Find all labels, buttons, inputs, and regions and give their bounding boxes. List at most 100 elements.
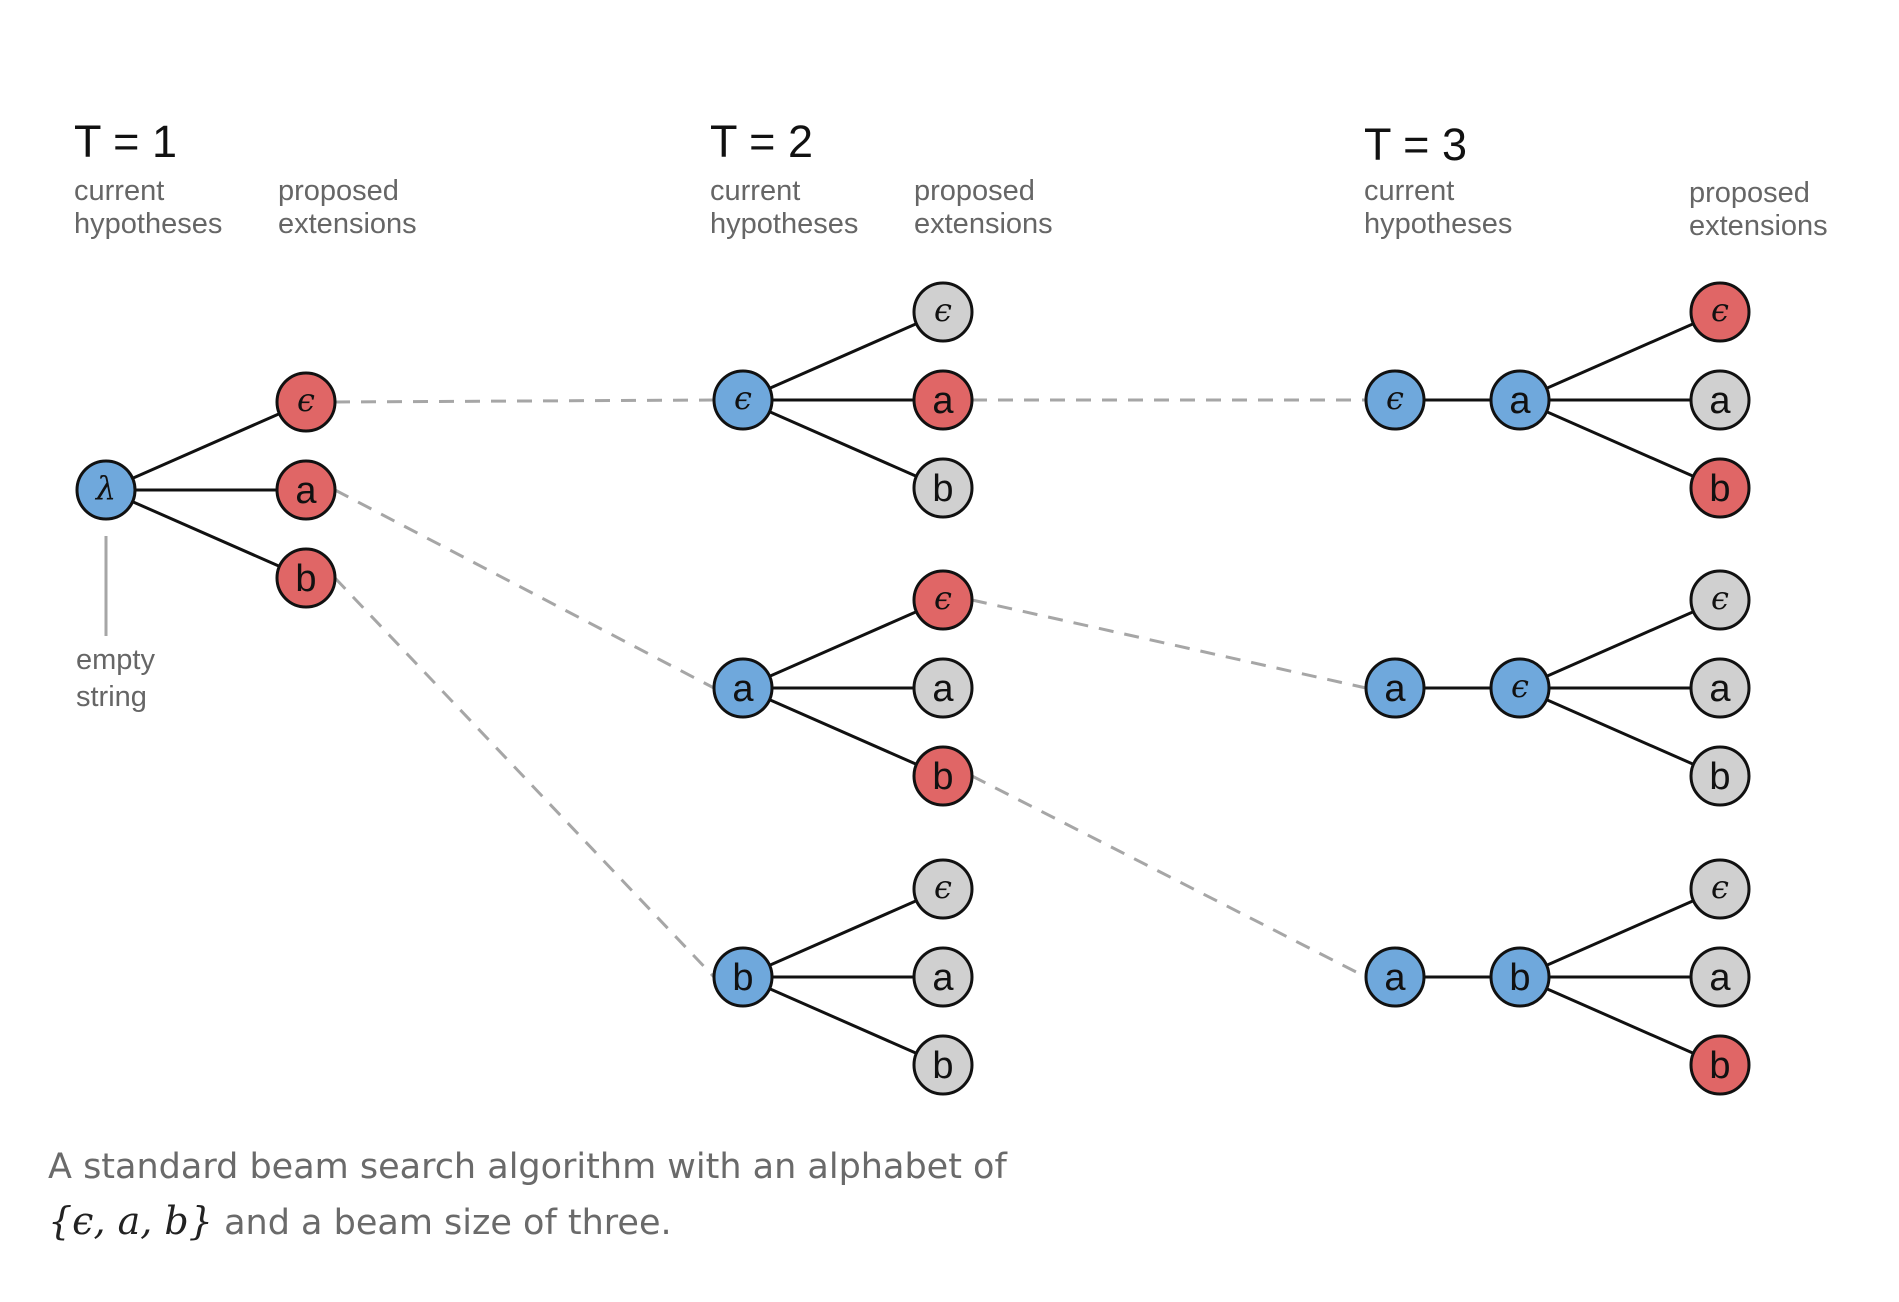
caption-line-1: A standard beam search algorithm with an… [48, 1147, 1007, 1187]
node-label: b [295, 558, 316, 600]
extension-node-selected: ϵ [275, 371, 337, 433]
node-label: b [1709, 1045, 1730, 1087]
node-label: b [1709, 756, 1730, 798]
extension-node-selected: b [275, 547, 337, 609]
extension-edge [742, 598, 944, 690]
node-circle [1689, 858, 1751, 920]
node-circle [1689, 946, 1751, 1008]
selection-links [333, 398, 1367, 979]
node-circle [912, 369, 974, 431]
extension-node-selected: b [912, 745, 974, 807]
node-label: a [1709, 668, 1731, 710]
node-label: b [732, 957, 753, 999]
node-circle [912, 657, 974, 719]
node-circle [712, 369, 774, 431]
prefix-node: ϵ [1364, 369, 1426, 431]
node-label: ϵ [934, 868, 952, 906]
selection-link [334, 398, 715, 404]
extension-node-rejected: b [912, 1034, 974, 1096]
extension-node-rejected: ϵ [912, 858, 974, 920]
node-circle [1689, 369, 1751, 431]
node-circle [912, 858, 974, 920]
node-label: ϵ [1711, 579, 1729, 617]
extension-edge [105, 400, 307, 492]
extension-node-rejected: ϵ [912, 281, 974, 343]
node-circle [275, 459, 337, 521]
hypothesis-node: λ [75, 459, 137, 521]
node-circle [912, 569, 974, 631]
extension-edge [1519, 598, 1721, 690]
hypothesis-node: a [1489, 369, 1551, 431]
proposed-extensions-label: proposed [914, 175, 1035, 207]
figure-caption: A standard beam search algorithm with an… [48, 1140, 1048, 1250]
step-headers: T = 1currenthypothesesproposedextensions… [74, 116, 1828, 242]
extension-node-selected: b [1689, 1034, 1751, 1096]
node-circle [1364, 946, 1426, 1008]
extension-node-selected: ϵ [912, 569, 974, 631]
node-label: ϵ [1511, 667, 1529, 705]
proposed-extensions-label: extensions [278, 208, 417, 240]
node-circle [1689, 281, 1751, 343]
hypothesis-node: ϵ [712, 369, 774, 431]
node-circle [1689, 745, 1751, 807]
current-hypotheses-label: current [74, 175, 164, 207]
node-label: a [1709, 380, 1731, 422]
node-label: b [932, 756, 953, 798]
prefix-node: a [1364, 657, 1426, 719]
selection-link [333, 576, 716, 979]
node-circle [1489, 369, 1551, 431]
node-circle [912, 281, 974, 343]
caption-line-2: {ϵ, a, b} and a beam size of three. [48, 1194, 1048, 1250]
node-circle [1689, 657, 1751, 719]
extension-node-rejected: ϵ [1689, 569, 1751, 631]
extension-node-rejected: b [912, 457, 974, 519]
step-title-3: T = 3 [1364, 119, 1467, 170]
selection-link [971, 774, 1367, 979]
extension-node-rejected: b [1689, 745, 1751, 807]
extension-edge [742, 887, 944, 979]
extension-edge [105, 488, 307, 580]
node-circle [1689, 457, 1751, 519]
node-label: ϵ [1711, 291, 1729, 329]
current-hypotheses-label: current [1364, 175, 1454, 207]
node-circle [1364, 657, 1426, 719]
step-title-1: T = 1 [74, 116, 177, 167]
node-label: b [932, 468, 953, 510]
selection-link [971, 598, 1367, 690]
node-label: a [932, 380, 954, 422]
extension-node-rejected: a [1689, 369, 1751, 431]
node-label: b [1709, 468, 1730, 510]
proposed-extensions-label: proposed [1689, 177, 1810, 209]
node-label: ϵ [934, 291, 952, 329]
node-label: a [932, 668, 954, 710]
extension-edge [1519, 310, 1721, 402]
extension-edge [1519, 887, 1721, 979]
extension-node-rejected: ϵ [1689, 858, 1751, 920]
node-label: ϵ [734, 379, 752, 417]
caption-rest: and a beam size of three. [224, 1203, 672, 1243]
node-circle [912, 457, 974, 519]
node-label: ϵ [934, 579, 952, 617]
extension-node-rejected: a [1689, 657, 1751, 719]
extension-node-selected: ϵ [1689, 281, 1751, 343]
node-label: a [732, 668, 754, 710]
current-hypotheses-label: hypotheses [1364, 208, 1512, 240]
hypothesis-node: a [712, 657, 774, 719]
extension-node-rejected: a [912, 657, 974, 719]
node-label: a [1384, 957, 1406, 999]
node-label: b [1509, 957, 1530, 999]
node-circle [275, 371, 337, 433]
node-circle [275, 547, 337, 609]
current-hypotheses-label: hypotheses [710, 208, 858, 240]
extension-edge [1519, 686, 1721, 778]
proposed-extensions-label: extensions [1689, 210, 1828, 242]
node-label: a [1509, 380, 1531, 422]
node-label: a [295, 470, 317, 512]
hypothesis-node: b [712, 946, 774, 1008]
extension-node-selected: a [912, 369, 974, 431]
extension-edge [1519, 975, 1721, 1067]
node-circle [912, 1034, 974, 1096]
node-circle [1489, 657, 1551, 719]
